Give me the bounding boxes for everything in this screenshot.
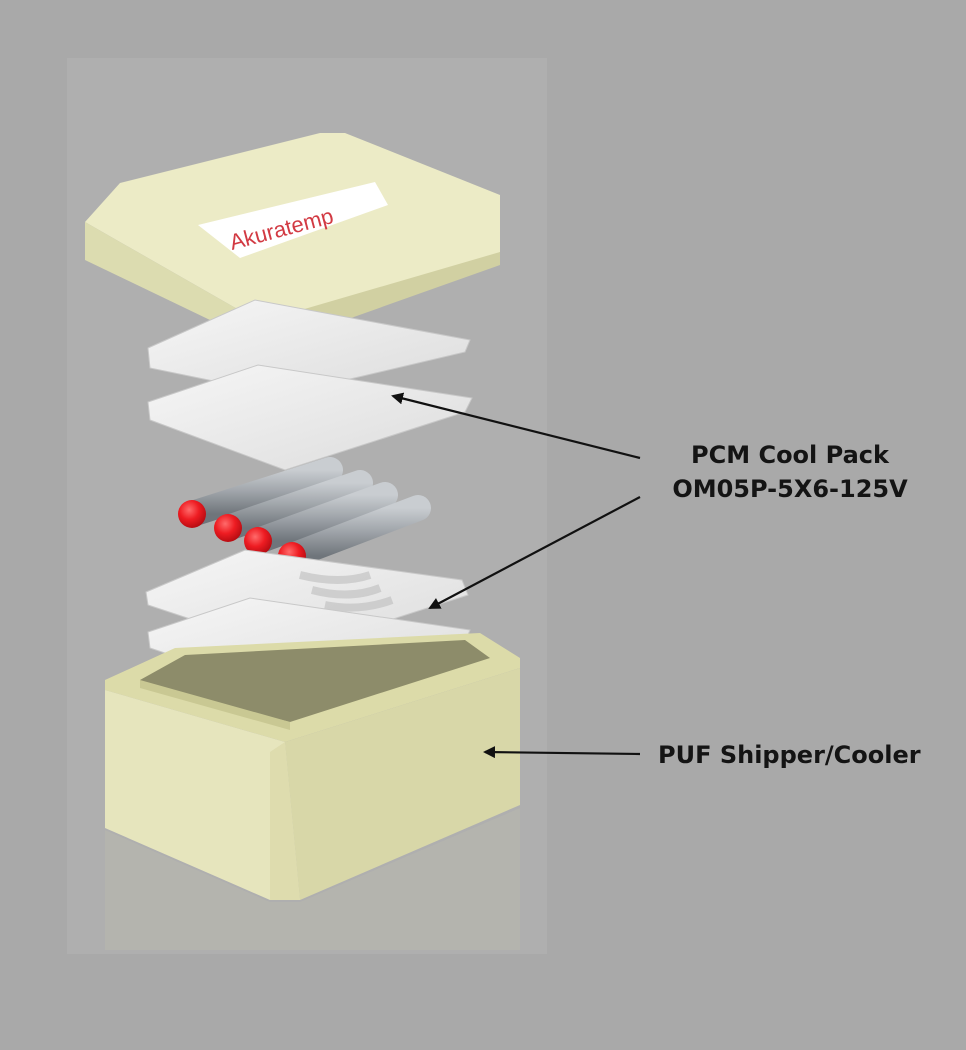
tube-cap [178,500,206,528]
pcm-label-line1: PCM Cool Pack [691,441,889,469]
puf-callout-label: PUF Shipper/Cooler [658,741,921,769]
pcm-arrow-bottom [428,496,641,609]
tube-1 [178,457,343,528]
puf-cooler-box [105,633,520,900]
tube-cap [214,514,242,542]
tube-3 [244,482,398,555]
puf-arrow [483,746,641,759]
pcm-callout-label: PCM Cool Pack OM05P-5X6-125V [640,438,940,506]
tube-cap [244,527,272,555]
pcm-arrow-top [391,392,641,460]
floor-reflection [105,808,520,950]
pcm-label-line2: OM05P-5X6-125V [672,475,908,503]
pcm-pack-top-2 [147,364,473,471]
tube-2 [214,470,373,542]
pcm-pack-top-1 [147,299,471,396]
